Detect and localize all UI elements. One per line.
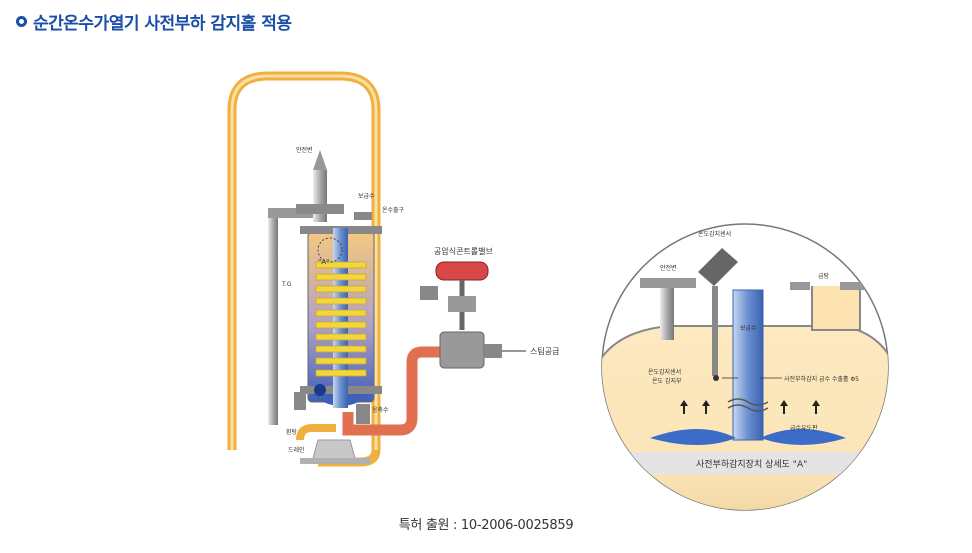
- detail-sensor-head: [698, 248, 738, 286]
- top-crosspipe: [296, 204, 344, 214]
- label-hole-note: 사전부하감지 급수 수출홀 Φ5: [784, 375, 859, 383]
- valve-outlet: [484, 344, 502, 358]
- valve-positioner: [420, 286, 438, 300]
- detail-supply-flange-right: [840, 282, 868, 290]
- label-return: 환탕: [286, 428, 298, 436]
- patent-number: 특허 출원 : 10-2006-0025859: [398, 518, 574, 533]
- label-sensor-left: 온도감지센서: [648, 368, 681, 376]
- detail-sensor-rod: [712, 286, 718, 376]
- condensate-stub: [356, 404, 370, 424]
- label-tg: T.G: [281, 281, 292, 288]
- valve-yoke: [448, 296, 476, 312]
- label-control-valve: 공압식콘트롤밸브: [434, 246, 493, 256]
- drain-stub: [294, 392, 306, 410]
- up-arrows: [680, 400, 820, 414]
- detail-sensor-tip: [713, 375, 719, 381]
- label-hot-water-outlet: 온수출구: [382, 206, 405, 214]
- detail-view: [601, 223, 889, 511]
- page-title: 순간온수가열기 사전부하 감지홀 적용: [16, 9, 292, 34]
- control-valve-actuator: [435, 261, 489, 281]
- circulation-pipe-highlight: [230, 74, 378, 450]
- detail-flow-right: [760, 429, 846, 445]
- safety-valve-cap: [313, 150, 327, 170]
- label-detail-caption: 사전부하감지장치 상세도 "A": [696, 458, 807, 470]
- wavy-break-2: [727, 404, 769, 412]
- bottom-inlet: [314, 384, 326, 396]
- label-sensor-left2: 온도 감지부: [652, 377, 682, 385]
- label-detail-feed-water: 보급수: [740, 325, 757, 332]
- left-heater-diagram: [227, 71, 526, 467]
- return-pipe: [296, 424, 336, 441]
- detail-supply-flange-left: [790, 282, 810, 290]
- label-feed-water: 보급수: [358, 193, 375, 200]
- detail-caption-band: [602, 452, 888, 474]
- side-pipe-top: [268, 208, 313, 218]
- detail-feed-tube: [732, 289, 764, 441]
- label-a-marker: "A": [318, 258, 329, 266]
- label-inflow-plate: 급수유도판: [790, 424, 818, 432]
- valve-body: [439, 331, 485, 369]
- steam-pipe: [342, 346, 440, 436]
- label-drain: 드레인: [288, 446, 305, 454]
- detail-safety-valve-pipe: [660, 280, 674, 340]
- label-detail-safety-valve: 안전변: [660, 264, 677, 272]
- label-condensate: 응축수: [372, 406, 389, 414]
- outlet-stub: [354, 212, 372, 220]
- label-temp-sensor-top: 온도감지센서: [698, 230, 731, 238]
- label-safety-valve: 안전변: [296, 146, 313, 154]
- base-plate: [300, 458, 370, 464]
- detail-a-marker: [317, 237, 343, 263]
- detail-supply-chamber: [811, 286, 861, 331]
- page-title-text: 순간온수가열기 사전부하 감지홀 적용: [33, 14, 292, 34]
- heating-coil: [315, 261, 367, 377]
- label-supply: 급탕: [818, 273, 830, 280]
- wavy-break: [727, 398, 769, 406]
- detail-safety-flange: [640, 278, 696, 288]
- label-steam-supply: 스팀공급: [530, 346, 559, 356]
- detail-flow-left: [650, 429, 736, 445]
- safety-valve-body: [313, 170, 327, 222]
- circle-bullet-icon: [16, 16, 27, 27]
- side-gray-pipe: [268, 210, 278, 425]
